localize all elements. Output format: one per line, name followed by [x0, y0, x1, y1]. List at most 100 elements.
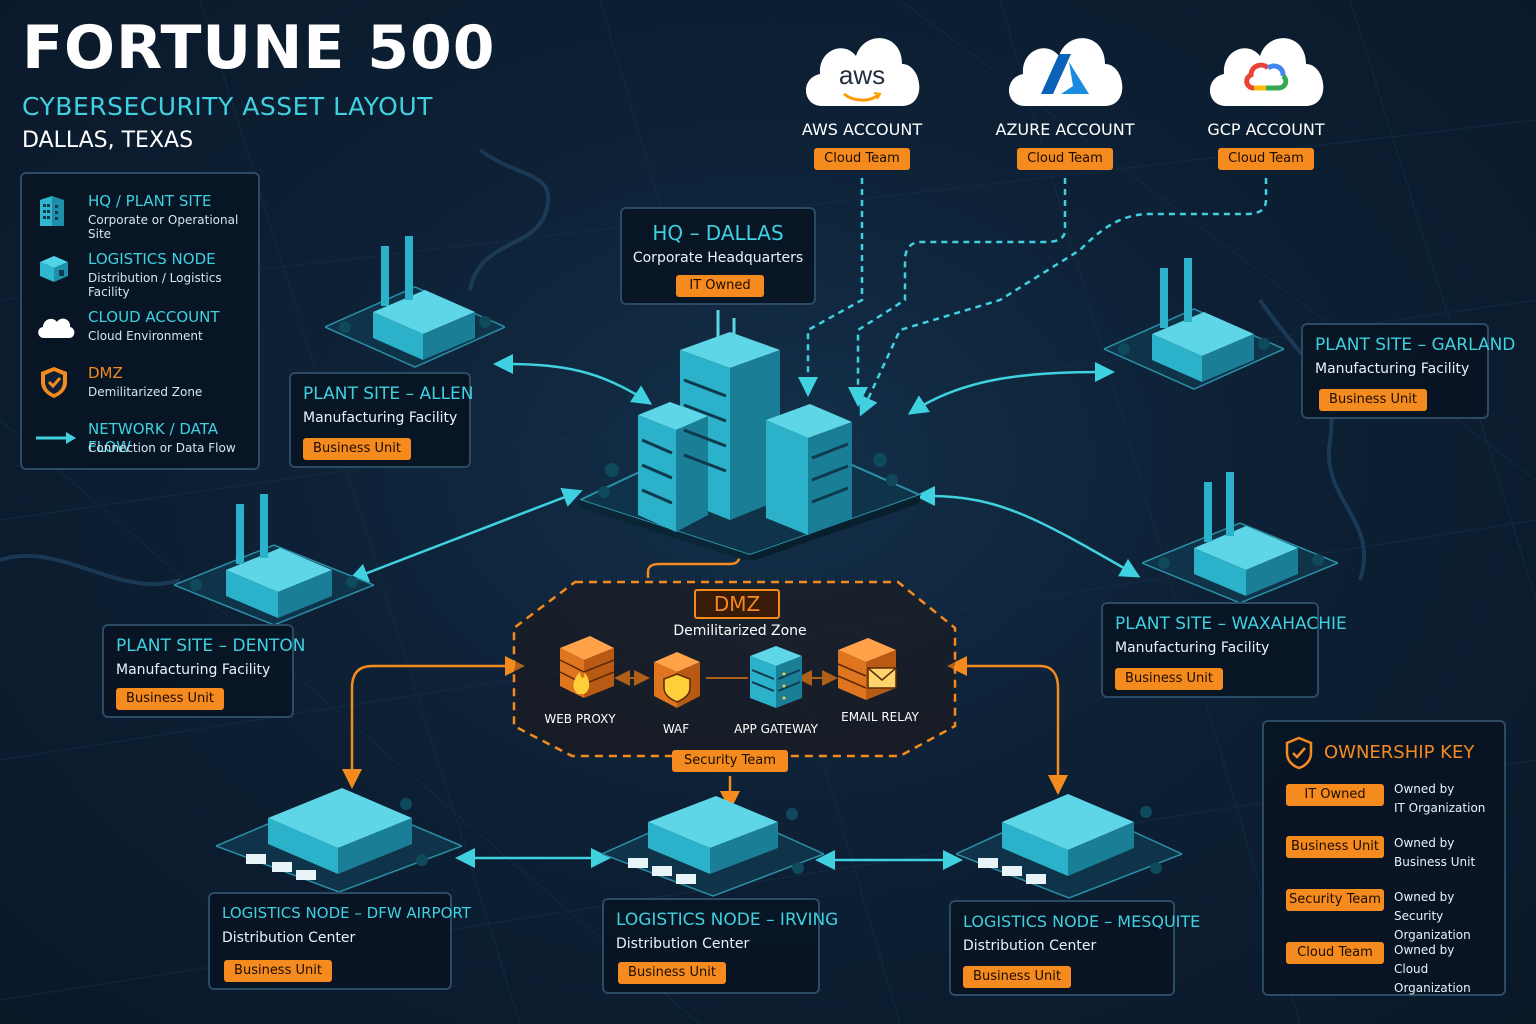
plant-denton-card[interactable]: PLANT SITE – DENTON Manufacturing Facili… — [102, 624, 306, 718]
hq-title: HQ – DALLAS — [652, 221, 784, 245]
cloud-icon — [1209, 38, 1324, 106]
dmz-subtitle: Demilitarized Zone — [673, 623, 807, 639]
shield-icon — [41, 367, 67, 398]
dmz-app-gateway[interactable]: APP GATEWAY — [716, 644, 836, 740]
site-title: PLANT SITE – DENTON — [116, 636, 306, 656]
site-title: PLANT SITE – WAXAHACHIE — [1115, 614, 1347, 634]
site-title: LOGISTICS NODE – MESQUITE — [963, 912, 1201, 931]
owner-badge: Cloud Team — [1286, 942, 1384, 964]
plant-waxahachie-illustration — [1142, 472, 1338, 604]
plant-garland-card[interactable]: PLANT SITE – GARLAND Manufacturing Facil… — [1301, 323, 1515, 419]
legend-panel: HQ / PLANT SITE Corporate or Operational… — [20, 172, 260, 470]
cloud-icon — [1008, 38, 1123, 106]
cloud-name: GCP ACCOUNT — [1207, 120, 1325, 139]
owner-badge: Business Unit — [1286, 836, 1384, 858]
legend-desc: Demilitarized Zone — [88, 385, 203, 399]
link-azure-hq — [848, 178, 1067, 407]
legend-title: NETWORK / DATA FLOW — [88, 420, 218, 456]
owner-badge: Cloud Team — [1017, 148, 1113, 170]
site-title: LOGISTICS NODE – IRVING — [616, 910, 839, 930]
owner-badge: IT Owned — [1286, 784, 1384, 806]
owner-badge: Business Unit — [1319, 389, 1427, 411]
dmz-email-relay[interactable]: EMAIL RELAY — [820, 634, 940, 730]
legend-desc: Distribution / Logistics Facility — [88, 271, 222, 299]
owner-badge: Business Unit — [963, 966, 1071, 988]
dmz-waf[interactable]: WAF — [616, 650, 736, 740]
waf-shield-icon — [654, 652, 700, 708]
owner-badge: IT Owned — [676, 275, 764, 297]
plant-garland-illustration — [1104, 258, 1284, 390]
owner-badge: Business Unit — [618, 962, 726, 984]
owner-badge: Business Unit — [224, 960, 332, 982]
link-gcp-hq — [859, 178, 1268, 417]
dmz-component-label: WEB PROXY — [544, 712, 616, 726]
logistics-dfw-card[interactable]: LOGISTICS NODE – DFW AIRPORT Distributio… — [208, 892, 471, 990]
cloud-icon — [38, 318, 75, 338]
site-title: PLANT SITE – GARLAND — [1315, 335, 1516, 355]
site-title: LOGISTICS NODE – DFW AIRPORT — [222, 904, 471, 922]
page-title: FORTUNE 500 — [22, 13, 496, 83]
site-subtitle: Manufacturing Facility — [116, 662, 271, 678]
email-relay-icon — [837, 638, 897, 700]
logistics-mesquite-card[interactable]: LOGISTICS NODE – MESQUITE Distribution C… — [949, 900, 1200, 996]
hq-card[interactable]: HQ – DALLAS Corporate Headquarters IT Ow… — [620, 207, 816, 305]
hq-building-illustration — [580, 310, 922, 560]
plant-waxahachie-card[interactable]: PLANT SITE – WAXAHACHIE Manufacturing Fa… — [1101, 602, 1347, 698]
legend-item-logistics: LOGISTICS NODE Distribution / Logistics … — [34, 246, 254, 299]
legend-item-dmz: DMZ Demilitarized Zone — [34, 360, 254, 404]
legend-item-cloud: CLOUD ACCOUNT Cloud Environment — [34, 304, 254, 348]
dmz-label: DMZ — [694, 589, 780, 619]
plant-allen-card[interactable]: PLANT SITE – ALLEN Manufacturing Facilit… — [289, 372, 474, 468]
shield-icon — [1285, 736, 1313, 770]
link-denton-hq — [347, 488, 583, 583]
cloud-name: AWS ACCOUNT — [801, 120, 923, 139]
plant-denton-illustration — [174, 494, 374, 626]
site-subtitle: Distribution Center — [616, 936, 750, 952]
link-dmz-dfw — [342, 656, 525, 789]
azure-logo-icon — [1041, 54, 1089, 94]
cloud-icon — [805, 38, 920, 106]
owner-badge: Business Unit — [303, 438, 411, 460]
logistics-irving-card[interactable]: LOGISTICS NODE – IRVING Distribution Cen… — [602, 898, 838, 994]
site-subtitle: Distribution Center — [963, 938, 1097, 954]
legend-item-hq: HQ / PLANT SITE Corporate or Operational… — [34, 188, 254, 241]
site-title: PLANT SITE – ALLEN — [303, 384, 474, 404]
hq-subtitle: Corporate Headquarters — [632, 250, 804, 266]
legend-item-flow: NETWORK / DATA FLOW Connection or Data F… — [34, 416, 254, 460]
dmz-component-label: WAF — [662, 722, 690, 736]
owner-badge: Cloud Team — [814, 148, 910, 170]
cloud-azure[interactable]: AZURE ACCOUNT Cloud Team — [985, 22, 1145, 172]
dmz-owner-badge: Security Team — [672, 750, 788, 772]
arrow-icon — [36, 432, 76, 444]
legend-title: LOGISTICS NODE — [88, 250, 216, 268]
aws-logo-text: aws — [838, 60, 886, 90]
owner-badge: Business Unit — [1115, 668, 1223, 690]
owner-badge: Security Team — [1286, 889, 1384, 911]
dmz-web-proxy[interactable]: WEB PROXY — [520, 632, 640, 732]
site-subtitle: Manufacturing Facility — [1315, 361, 1470, 377]
link-waxahachie-hq — [915, 486, 1141, 578]
owner-badge: Cloud Team — [1218, 148, 1314, 170]
dmz-component-label: APP GATEWAY — [734, 722, 818, 736]
plant-allen-illustration — [325, 236, 505, 368]
link-allen-hq — [493, 354, 653, 405]
legend-desc: Corporate or Operational Site — [88, 213, 239, 241]
link-dmz-mesquite — [947, 656, 1068, 795]
gcp-logo-icon — [1244, 62, 1289, 91]
logistics-mesquite-illustration — [956, 794, 1182, 899]
legend-title: HQ / PLANT SITE — [88, 192, 212, 210]
cloud-gcp[interactable]: GCP ACCOUNT Cloud Team — [1186, 22, 1346, 172]
page-subtitle: CYBERSECURITY ASSET LAYOUT — [22, 92, 433, 121]
link-garland-hq — [907, 362, 1115, 415]
page-location: DALLAS, TEXAS — [22, 128, 194, 153]
logistics-irving-illustration — [602, 796, 824, 897]
site-subtitle: Manufacturing Facility — [1115, 640, 1270, 656]
legend-title: CLOUD ACCOUNT — [88, 308, 220, 326]
cloud-aws[interactable]: aws AWS ACCOUNT Cloud Team — [782, 22, 942, 172]
cloud-name: AZURE ACCOUNT — [995, 120, 1135, 139]
legend-title: DMZ — [88, 364, 123, 382]
